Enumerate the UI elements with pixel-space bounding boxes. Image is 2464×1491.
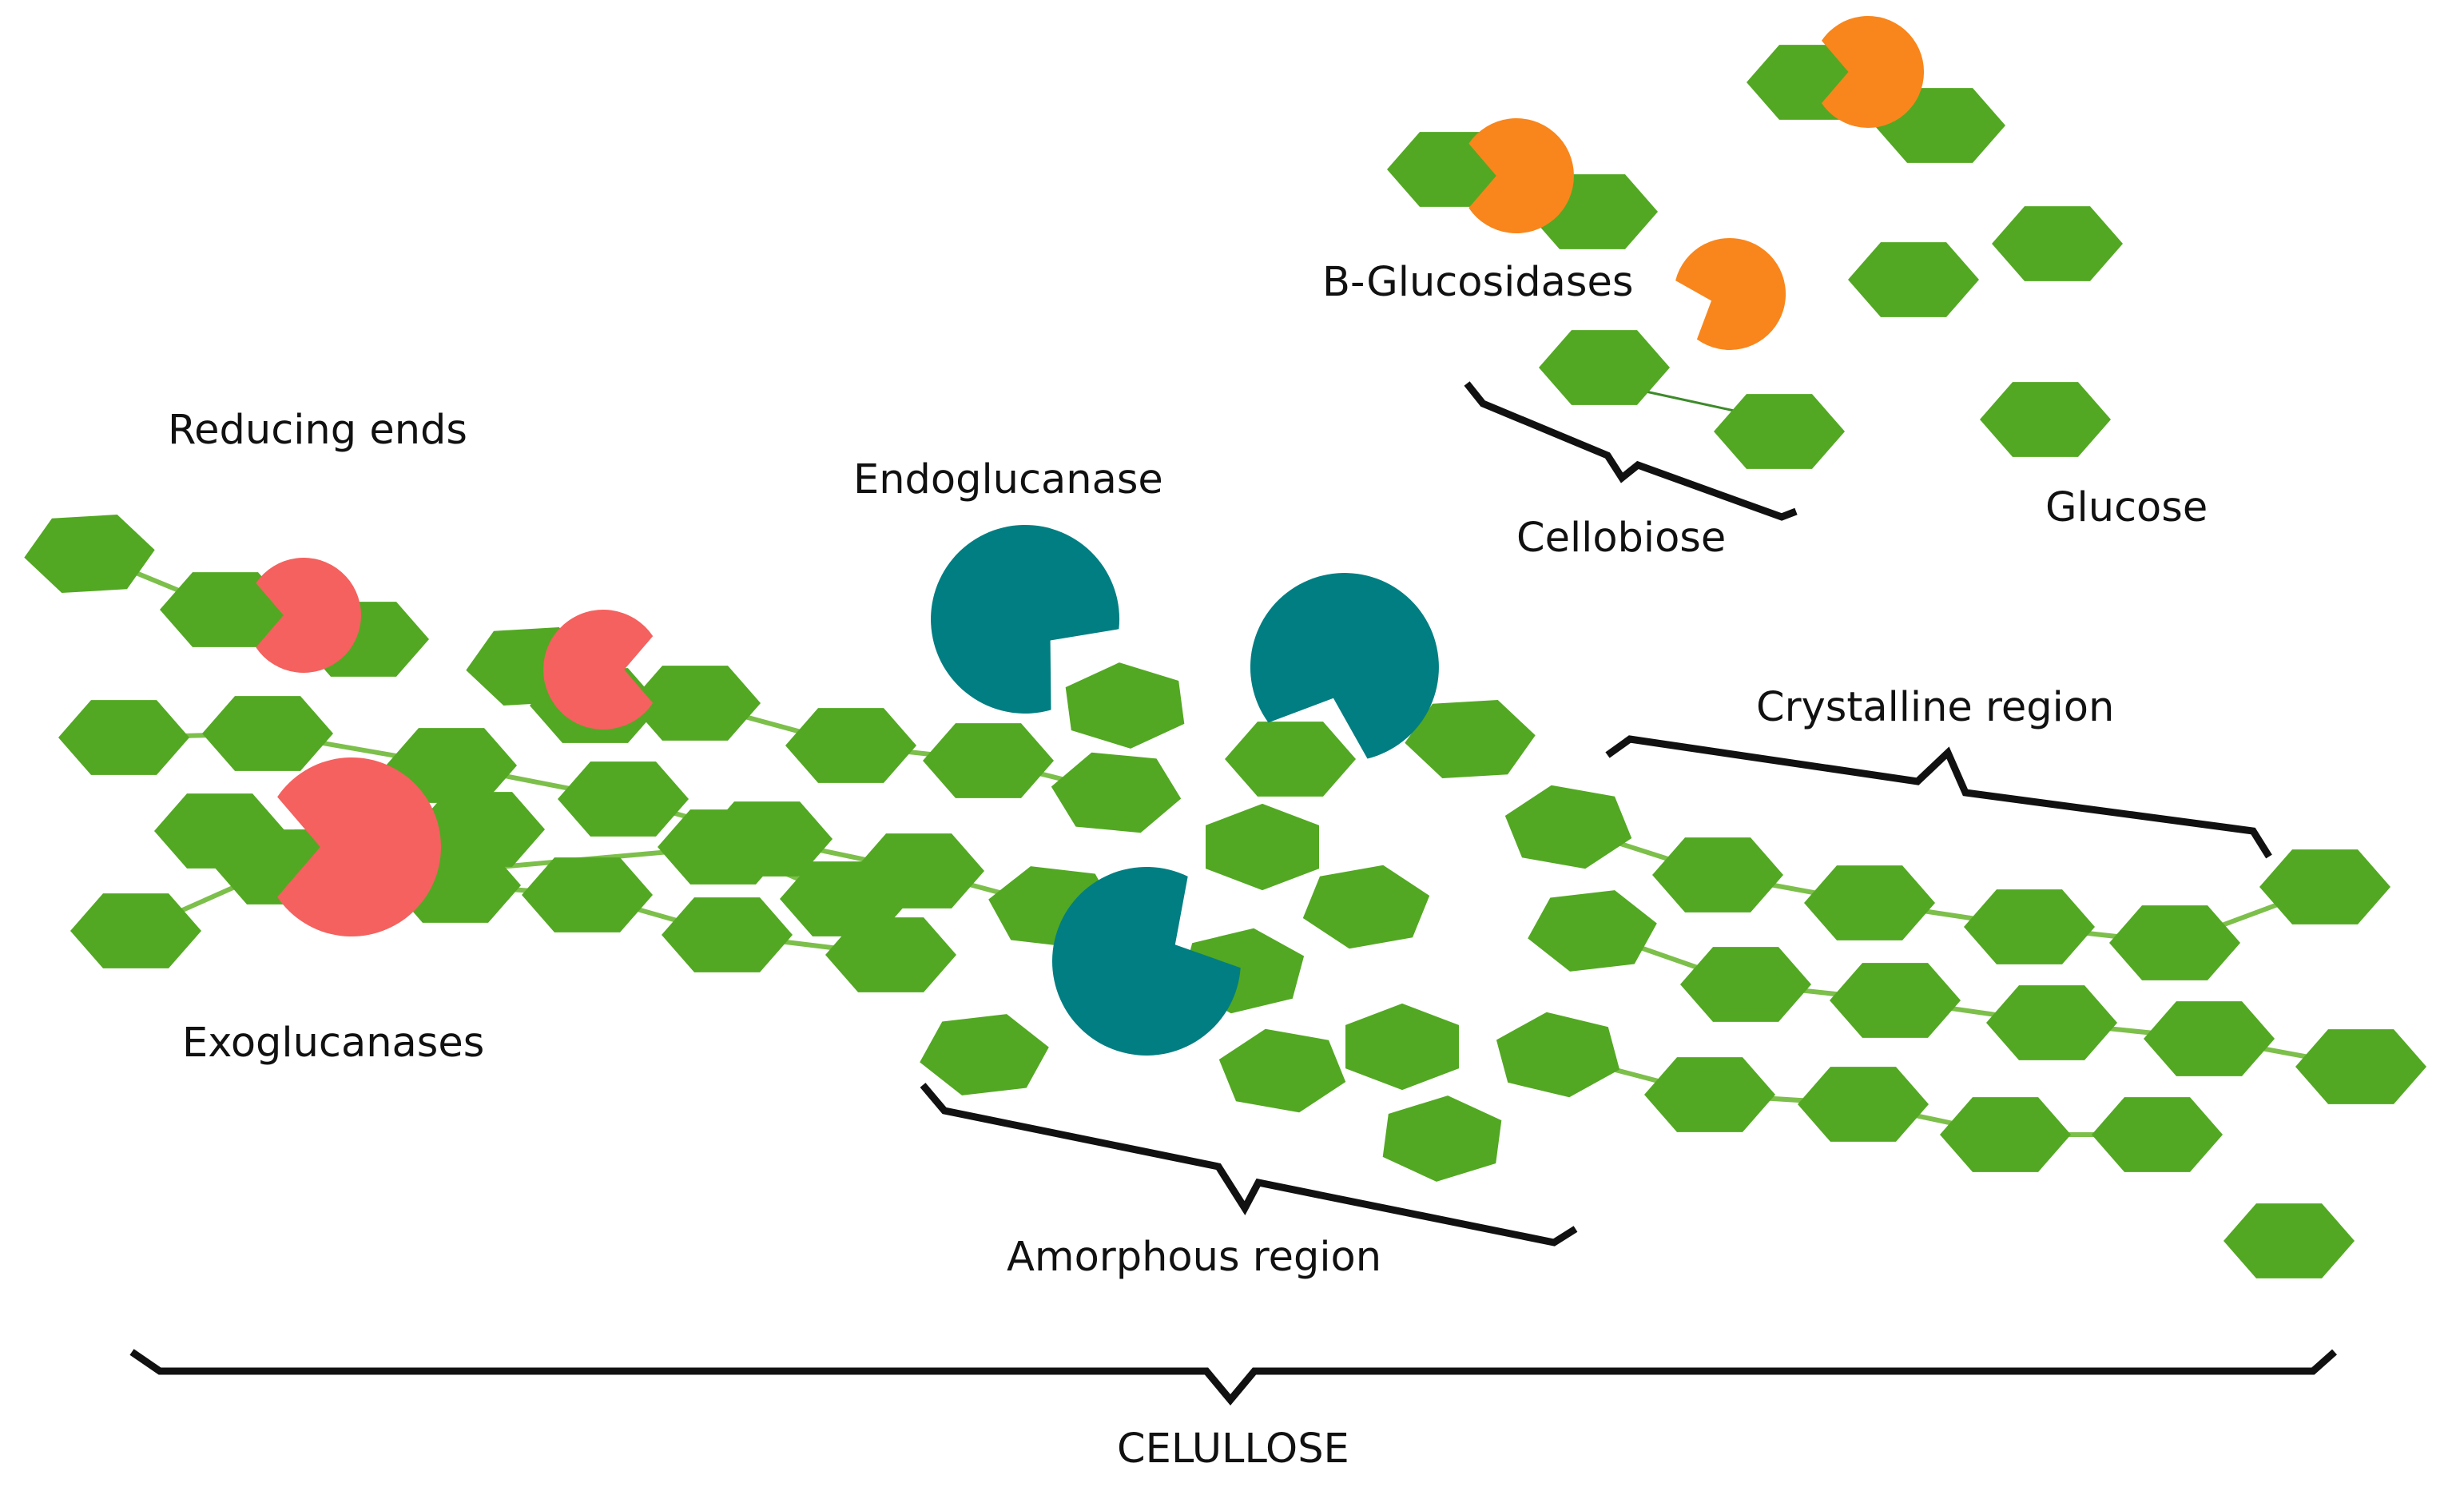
hexagon-icon: [2295, 1029, 2426, 1104]
cellulose-brace: [129, 1349, 2337, 1406]
hexagon-icon: [1714, 394, 1845, 469]
glycosidic-bond: [1645, 390, 1739, 413]
amorphous-region-brace: [920, 1083, 1578, 1246]
hexagon-icon: [1830, 963, 1961, 1038]
hexagon-icon: [414, 792, 545, 867]
cellobiose-brace: [1464, 381, 1798, 521]
hexagon-icon: [1345, 1003, 1459, 1091]
hexagon-icon: [558, 761, 689, 837]
hexagon-icon: [1644, 1057, 1775, 1132]
crystalline-region-brace: [1605, 735, 2272, 859]
hexagon-icon: [1940, 1097, 2071, 1172]
labels: Reducing ends Endoglucanase B-Glucosidas…: [168, 259, 2208, 1473]
hexagon-icon: [923, 723, 1054, 798]
hexagon-icon: [1986, 985, 2117, 1060]
hexagon-icon: [1065, 662, 1185, 749]
exoglucanases-label: Exoglucanases: [182, 1020, 484, 1067]
cellulose-label: CELULLOSE: [1117, 1425, 1349, 1473]
endoglucanase-icon: [1250, 573, 1439, 759]
hexagon-icon: [658, 809, 789, 885]
exoglucanase-icon: [542, 610, 654, 730]
hexagon-icon: [1225, 722, 1356, 797]
hexagon-icon: [1992, 206, 2123, 281]
hexagon-icon: [1504, 785, 1632, 869]
amorphous-region-label: Amorphous region: [1007, 1234, 1381, 1281]
hexagon-icon: [1051, 752, 1182, 833]
hexagon-icon: [2259, 849, 2390, 924]
hexagon-icon: [1652, 837, 1783, 912]
hexagon-icon: [2092, 1097, 2223, 1172]
endoglucanase-label: Endoglucanase: [853, 456, 1163, 503]
hexagon-icon: [1964, 889, 2095, 964]
hexagon-icon: [2224, 1203, 2355, 1278]
b-glucosidase-icon: [1468, 117, 1574, 233]
hexagon-icon: [825, 917, 956, 992]
enzymes: [256, 16, 1925, 1056]
hexagon-icon: [1496, 1012, 1620, 1098]
hexagon-icon: [1528, 890, 1657, 972]
endoglucanase-icon: [931, 524, 1120, 714]
hexagon-icon: [1539, 330, 1670, 405]
endoglucanase-icon: [1051, 866, 1241, 1056]
hexagon-icon: [630, 666, 761, 741]
glucose-units: [24, 45, 2426, 1278]
hexagon-icon: [1804, 865, 1935, 940]
hexagon-icon: [2144, 1001, 2275, 1076]
glucose-label: Glucose: [2045, 484, 2208, 531]
hexagon-icon: [920, 1014, 1049, 1095]
hexagon-icon: [160, 572, 291, 647]
region-braces: [129, 381, 2337, 1406]
hexagon-icon: [1206, 803, 1319, 891]
b-glucosidase-icon: [1822, 16, 1925, 129]
crystalline-region-label: Crystalline region: [1756, 684, 2114, 731]
hexagon-icon: [1680, 947, 1811, 1022]
hexagon-icon: [202, 696, 333, 771]
hexagon-icon: [58, 700, 189, 775]
exoglucanase-icon: [256, 558, 361, 673]
hexagon-icon: [522, 857, 653, 932]
hexagon-icon: [1980, 382, 2111, 457]
hexagon-icon: [1382, 1095, 1502, 1182]
b-glucosidases-label: B-Glucosidases: [1322, 259, 1633, 306]
hexagon-icon: [2109, 905, 2240, 980]
hexagon-icon: [70, 893, 201, 968]
cellobiose-label: Cellobiose: [1516, 515, 1726, 562]
hexagon-icon: [785, 708, 916, 783]
hexagon-icon: [1218, 1028, 1346, 1113]
exoglucanase-icon: [277, 757, 441, 936]
hexagon-icon: [1405, 700, 1536, 778]
hexagon-icon: [24, 515, 155, 593]
hexagon-icon: [1798, 1067, 1929, 1142]
hexagon-icon: [662, 897, 793, 972]
reducing-ends-label: Reducing ends: [168, 407, 467, 454]
b-glucosidase-icon: [1675, 237, 1786, 350]
hexagon-icon: [1848, 242, 1979, 317]
hexagon-icon: [1302, 865, 1430, 949]
hexagon-icon: [386, 728, 517, 803]
